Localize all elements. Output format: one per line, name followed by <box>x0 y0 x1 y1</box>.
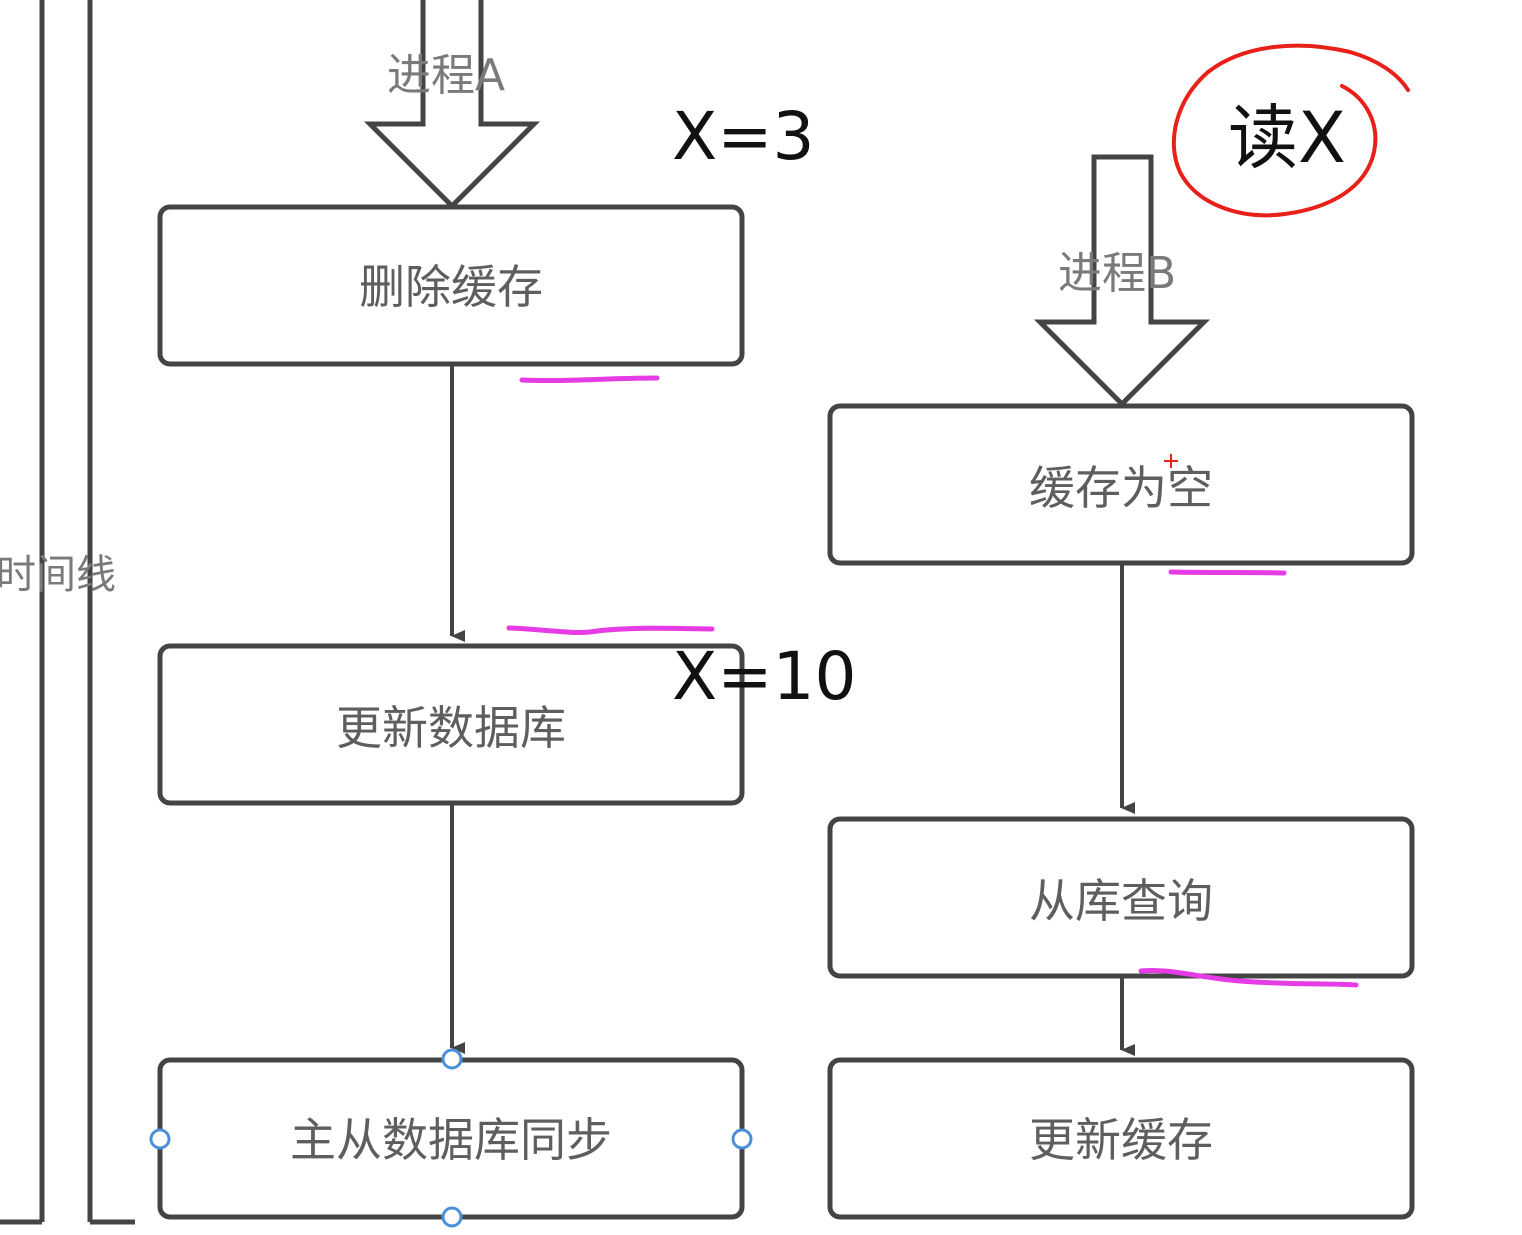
box-delete-cache <box>157 204 745 367</box>
process-a-arrow <box>363 0 541 210</box>
process-a-label: 进程A <box>387 50 505 101</box>
handle-bottom[interactable] <box>441 1206 463 1228</box>
underline-4 <box>1138 967 1359 988</box>
box-query-slave-label: 从库查询 <box>1029 874 1213 928</box>
underline-2 <box>506 625 715 635</box>
handle-right[interactable] <box>731 1128 753 1150</box>
timeline-arrow <box>0 0 135 1225</box>
handle-top[interactable] <box>441 1048 463 1070</box>
box-query-slave <box>827 816 1415 979</box>
box-update-cache <box>827 1057 1415 1220</box>
cursor-crosshair-icon <box>1164 454 1178 468</box>
box-cache-empty <box>827 403 1415 566</box>
underline-3 <box>1168 569 1287 576</box>
process-b-label: 进程B <box>1058 248 1176 299</box>
box-delete-cache-label: 删除缓存 <box>359 260 543 314</box>
magenta-underlines <box>506 375 1359 988</box>
annotation-x-after: X=10 <box>672 638 857 715</box>
handle-left[interactable] <box>149 1128 171 1150</box>
annotation-x-before: X=3 <box>672 98 815 175</box>
process-b-arrow <box>1033 154 1211 408</box>
annotation-read-x: 读X <box>1228 97 1346 179</box>
timeline-label: 时间线 <box>0 552 116 598</box>
selection-handles[interactable] <box>149 1048 753 1228</box>
red-circle-annotation <box>1171 43 1410 218</box>
box-master-slave-sync-label: 主从数据库同步 <box>290 1113 612 1167</box>
box-cache-empty-label: 缓存为空 <box>1029 461 1213 515</box>
box-update-db <box>157 643 745 806</box>
box-update-cache-label: 更新缓存 <box>1029 1113 1213 1167</box>
box-update-db-label: 更新数据库 <box>336 701 566 755</box>
underline-1 <box>519 375 660 384</box>
